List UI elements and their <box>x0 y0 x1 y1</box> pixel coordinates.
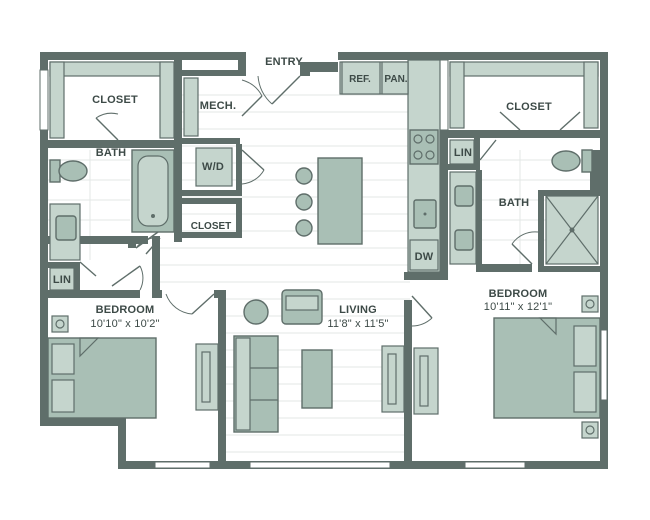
bedroom-right-name: BEDROOM <box>489 288 548 300</box>
toilet-left <box>49 159 88 183</box>
bed-right <box>493 317 601 419</box>
dresser-right <box>413 347 439 415</box>
linen-left <box>49 267 75 291</box>
wd-label: W/D <box>202 161 224 173</box>
living-dim: 11'8" x 11'5" <box>327 318 388 330</box>
bedroom-left-name: BEDROOM <box>96 304 155 316</box>
washer-dryer <box>195 147 233 187</box>
bath-right-label: BATH <box>499 197 530 209</box>
bed-left <box>47 337 157 419</box>
bath-left-label: BATH <box>96 147 127 159</box>
shower-right <box>545 195 599 265</box>
outlet-left <box>51 315 69 333</box>
sofa <box>233 335 279 433</box>
pantry <box>381 61 409 95</box>
cooktop <box>409 129 439 165</box>
bar-stools <box>295 167 313 237</box>
closet-right-label: CLOSET <box>506 101 552 113</box>
living-name: LIVING <box>339 304 377 316</box>
toilet-right <box>551 149 593 173</box>
bedroom-right-dim: 10'11" x 12'1" <box>484 301 552 313</box>
closet-right-shelving <box>449 61 599 129</box>
bathtub-left <box>131 149 175 233</box>
outlet-right-top <box>581 295 599 313</box>
lin-left-label: LIN <box>53 274 71 286</box>
vanity-right <box>449 171 477 265</box>
bedroom-left-dim: 10'10" x 10'2" <box>90 318 159 330</box>
doors <box>79 75 581 327</box>
linen-right <box>449 139 475 165</box>
closet-left-label: CLOSET <box>92 94 138 106</box>
dishwasher <box>409 239 439 271</box>
closet-small-label: CLOSET <box>191 221 232 232</box>
lin-right-label: LIN <box>454 147 472 159</box>
dw-label: DW <box>415 251 434 263</box>
mech-unit <box>183 77 199 137</box>
armchair <box>281 289 323 325</box>
kitchen-sink <box>413 199 437 229</box>
closet-left-shelving <box>49 61 175 139</box>
pan-label: PAN. <box>384 74 407 85</box>
kitchen-island <box>317 157 363 245</box>
ref-label: REF. <box>349 74 371 85</box>
entry-label: ENTRY <box>265 56 303 68</box>
mech-label: MECH. <box>200 100 236 112</box>
dresser-left <box>195 343 219 411</box>
side-table <box>243 299 269 325</box>
coffee-table <box>301 349 333 409</box>
outlet-right-bottom <box>581 421 599 439</box>
refrigerator <box>341 61 381 95</box>
tv-console <box>381 345 405 413</box>
vanity-left <box>49 203 81 261</box>
